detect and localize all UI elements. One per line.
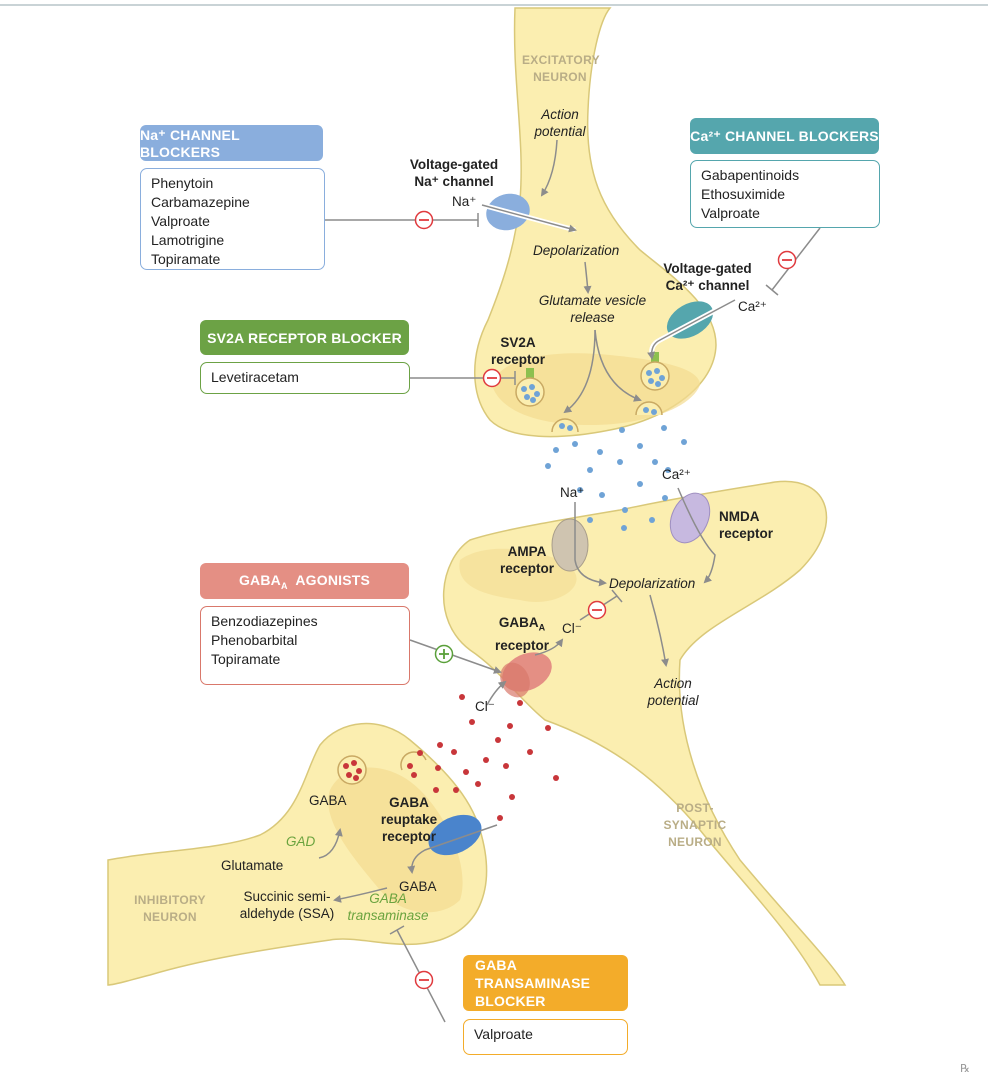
gaba-t-blocker-header: GABA TRANSAMINASE BLOCKER [463,955,628,1011]
depolarization-post-label: Depolarization [609,576,696,591]
na-blockers-list: Phenytoin Carbamazepine Valproate Lamotr… [140,168,325,270]
inhibit-symbols [414,210,797,990]
glutamate-molecules [545,425,687,531]
gaba-t-blocker-list: Valproate [463,1019,628,1055]
gabaa-agonists-title: GABAA AGONISTS [238,571,371,591]
inhibitory-neuron-label: INHIBITORY NEURON [134,893,206,924]
gabaa-receptor [500,652,552,698]
na-ion-post-label: Na⁺ [560,485,585,500]
nmda-receptor-label: NMDA receptor [719,509,774,541]
drug-item: Phenytoin [151,175,214,191]
post-synaptic-shade [459,548,577,602]
drug-item: Levetiracetam [211,369,299,385]
top-rule [0,4,988,6]
fusing-vesicles [551,401,663,433]
gaba-reuptake-label: GABA reuptake receptor [380,795,438,844]
cl-ion-in-label: Cl⁻ [475,699,495,714]
drug-item: Gabapentinoids [701,167,800,183]
inhibitory-shade [328,767,463,913]
sv2a-receptor-label: SV2A receptor [490,335,546,367]
cl-ion-out-label: Cl⁻ [562,621,582,636]
gaba-vesicles [337,751,427,785]
post-synaptic-neuron-label: POST-SYNAPTIC NEURON [663,801,727,849]
ca-blockers-header: Ca²⁺ CHANNEL BLOCKERS [690,118,879,154]
ca-blockers-list: Gabapentinoids Ethosuximide Valproate [690,160,880,228]
sv2a-blocker-list: Levetiracetam [200,362,410,394]
ssa-label: Succinic semi- aldehyde (SSA) [239,889,335,921]
drug-item: Benzodiazepines [211,613,318,629]
drug-item: Topiramate [211,651,281,667]
ampa-receptor-label: AMPA receptor [499,544,555,576]
drug-item: Carbamazepine [151,194,250,210]
vg-na-channel-label: Voltage-gated Na⁺ channel [409,157,499,189]
action-potential-post-label: Action potential [647,676,699,708]
arrows [318,139,716,903]
drug-item: Topiramate [151,251,221,267]
vg-ca-channel-label: Voltage-gated Ca²⁺ channel [663,261,752,293]
rx-watermark: ℞ [960,1063,970,1075]
sv2a-vesicle [515,368,545,407]
activate-symbol [434,644,454,664]
drug-item: Lamotrigine [151,232,225,248]
nmda-receptor [669,492,711,544]
gad-label: GAD [286,834,316,849]
gabaa-agonists-list: Benzodiazepines Phenobarbital Topiramate [200,606,410,685]
drug-item: Valproate [701,205,760,221]
gabaa-agonists-header: GABAA AGONISTS [200,563,409,599]
drug-item: Valproate [474,1026,533,1042]
action-potential-label: Action potential [534,107,586,139]
drug-item: Valproate [151,213,210,229]
glutamate-vesicle-right [640,352,670,391]
post-synaptic-neuron-body [442,480,847,986]
gaba-transaminase-label: GABA transaminase [347,891,429,923]
glutamate-release-label: Glutamate vesicle release [538,293,647,325]
ca-ion-post-label: Ca²⁺ [662,467,691,482]
excitatory-neuron-label: EXCITATORY NEURON [522,53,600,84]
na-blockers-header: Na⁺ CHANNEL BLOCKERS [140,125,323,161]
glutamate-label: Glutamate [221,858,284,873]
gaba-vesicle-label: GABA [309,793,347,808]
sv2a-blocker-header: SV2A RECEPTOR BLOCKER [200,320,409,355]
ampa-receptor [551,518,589,572]
gaba-intracellular-label: GABA [399,879,437,894]
drug-item: Phenobarbital [211,632,298,648]
ca-ion-label: Ca²⁺ [738,299,767,314]
na-ion-label: Na⁺ [452,194,477,209]
drug-item: Ethosuximide [701,186,786,202]
depolarization-label: Depolarization [533,243,620,258]
gaba-molecules [417,694,559,821]
gaba-reuptake-channel [428,814,482,856]
